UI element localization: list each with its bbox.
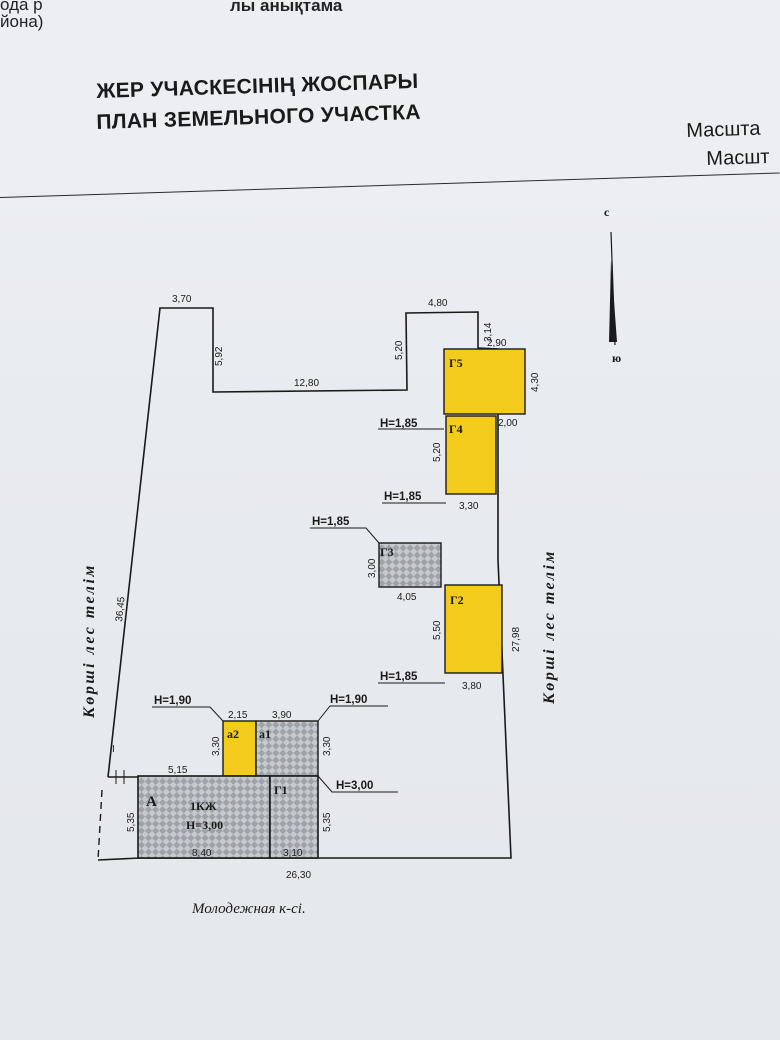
height-g1: H=3,00 — [336, 780, 373, 792]
dim-g1-bottom: 3,10 — [283, 848, 303, 859]
dim-a1-top: 3,90 — [272, 710, 292, 721]
dim-g5-top: 2,90 — [487, 338, 507, 349]
dim-g4-top: 2,00 — [498, 418, 518, 429]
header-area — [0, 0, 780, 205]
street-label: Молодежная к-сі. — [191, 901, 306, 917]
dim-a1-right: 3,30 — [322, 736, 333, 756]
dim-top-right: 4,80 — [428, 298, 448, 309]
leader-a2 — [152, 706, 224, 722]
compass-north: с — [604, 205, 610, 219]
building-g1-label: Г1 — [274, 783, 288, 797]
building-g3 — [378, 542, 442, 588]
dim-g1-right: 5,35 — [322, 812, 333, 832]
point-label: I — [112, 744, 115, 755]
building-a-height: H=3,00 — [186, 818, 223, 832]
building-g3-label: Г3 — [380, 545, 394, 559]
compass-south: ю — [612, 351, 621, 365]
building-g4 — [445, 415, 497, 495]
dim-a2-left: 3,30 — [211, 736, 222, 756]
building-a2-label: а2 — [227, 727, 239, 741]
height-g4: H=1,85 — [380, 418, 418, 430]
dim-top-left: 3,70 — [172, 294, 192, 305]
building-g4-label: Г4 — [449, 422, 463, 436]
dim-g2-left: 5,50 — [432, 620, 443, 640]
plot-boundary-dashed — [97, 789, 103, 861]
dim-right-top: 3,14 — [483, 322, 494, 342]
dim-g5-side: 4,30 — [530, 372, 541, 392]
dim-bottom: 26,30 — [286, 870, 311, 881]
building-a-label: А — [146, 794, 157, 810]
height-g3: H=1,85 — [312, 516, 350, 528]
dim-g4-left: 5,20 — [432, 442, 443, 462]
building-g2 — [444, 584, 503, 674]
corner-line-1: ода р — [0, 0, 43, 14]
dim-a2-top: 2,15 — [228, 710, 248, 721]
leader-g1 — [317, 775, 398, 793]
building-g1 — [269, 775, 319, 859]
height-a2: H=1,90 — [154, 695, 191, 707]
leader-g3 — [310, 527, 380, 544]
building-g5-label: Г5 — [449, 356, 463, 370]
dim-right-long: 27,98 — [511, 627, 522, 652]
top-cut-text: лы анықтама — [230, 0, 343, 15]
corner-line-2: йона) — [0, 12, 44, 31]
height-g2: H=1,85 — [380, 671, 418, 683]
building-g2-label: Г2 — [450, 593, 464, 607]
dim-g4-bottom: 3,30 — [459, 501, 479, 512]
building-g5 — [443, 348, 526, 415]
dim-notch-left: 5,92 — [214, 346, 225, 366]
height-g4-bottom: H=1,85 — [384, 491, 422, 503]
neighbor-left-label: Көршi лес телiм — [81, 563, 98, 719]
dim-g3-left: 3,00 — [367, 558, 378, 578]
dim-left-long: 36,45 — [114, 596, 128, 622]
dim-notch-bottom: 12,80 — [294, 378, 319, 389]
building-main-house — [137, 775, 271, 859]
building-a1-label: а1 — [259, 727, 271, 741]
leader-a1 — [317, 705, 388, 722]
height-a1: H=1,90 — [330, 694, 367, 706]
dim-a-left: 5,35 — [126, 812, 137, 832]
dim-g2-bottom: 3,80 — [462, 681, 482, 692]
corner-text: ода р йона) — [0, 0, 43, 30]
dim-a-top: 5,15 — [168, 765, 188, 776]
building-a-name: 1КЖ — [190, 799, 217, 813]
dim-a-bottom: 8,40 — [192, 848, 212, 859]
plot-boundary-bottom-left — [97, 857, 141, 861]
dim-notch-right: 5,20 — [394, 340, 405, 360]
north-arrow: с ю — [604, 205, 621, 365]
neighbor-right-label: Көршi лес телiм — [541, 549, 558, 705]
dim-g3-bottom: 4,05 — [397, 592, 417, 603]
